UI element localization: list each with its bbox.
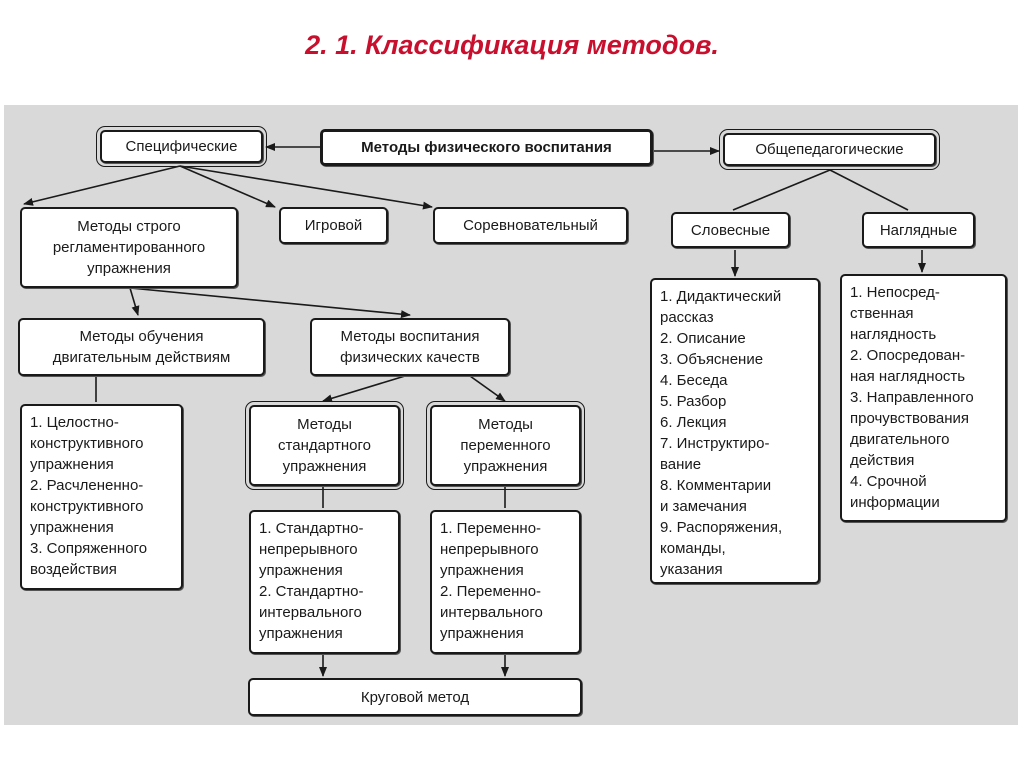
node-label-line: Методы: [297, 416, 352, 433]
text-lines: 1. Непосред-ственная наглядность 2. Опосре…: [850, 282, 997, 513]
list-item-line: непрерывного: [259, 541, 358, 558]
list-item-line: интервального: [259, 604, 362, 621]
list-item-line: 4. Беседа: [660, 372, 728, 389]
list-item-line: 7. Инструктиро-: [660, 435, 770, 452]
list-item-line: 4. Срочной: [850, 473, 927, 490]
list-variable-methods: 1. Переменно-непрерывного упражнения 2. Пе…: [430, 510, 581, 654]
node-verbal: Словесные: [671, 212, 790, 248]
node-root: Методы физического воспитания: [320, 129, 653, 166]
list-item-line: упражнения: [30, 519, 114, 536]
list-item-line: 2. Стандартно-: [259, 583, 364, 600]
list-item-line: действия: [850, 452, 915, 469]
list-item-line: 1. Целостно-: [30, 414, 119, 431]
node-label-line: упражнения: [282, 458, 367, 475]
node-competitive: Соревновательный: [433, 207, 628, 244]
list-item-line: двигательного: [850, 431, 950, 448]
list-item-line: указания: [660, 561, 723, 578]
node-label-line: Методы строго: [77, 218, 181, 235]
list-item-line: интервального: [440, 604, 543, 621]
node-game: Игровой: [279, 207, 388, 244]
list-item-line: вание: [660, 456, 702, 473]
list-item-line: конструктивного: [30, 435, 144, 452]
list-item-line: 1. Дидактический: [660, 288, 782, 305]
node-label-line: Методы: [478, 416, 533, 433]
node-strict: Методы строго регламентированного упражнен…: [20, 207, 238, 288]
list-item-line: прочувствования: [850, 410, 970, 427]
page-title: 2. 1. Классификация методов.: [305, 30, 719, 60]
text-lines: Методы строго регламентированного упражнен…: [53, 216, 205, 279]
list-verbal-methods: 1. Дидактический рассказ 2. Описание 3. Объ…: [650, 278, 820, 584]
node-label-line: Методы воспитания: [340, 328, 480, 345]
list-item-line: 2. Переменно-: [440, 583, 542, 600]
list-item-line: и замечания: [660, 498, 747, 515]
list-item-line: упражнения: [30, 456, 114, 473]
list-item-line: ственная: [850, 305, 914, 322]
list-item-line: упражнения: [259, 562, 343, 579]
node-label-line: переменного: [460, 437, 551, 454]
node-visual: Наглядные: [862, 212, 975, 248]
list-item-line: рассказ: [660, 309, 714, 326]
list-item-line: 5. Разбор: [660, 393, 727, 410]
list-item-line: 1. Переменно-: [440, 520, 542, 537]
list-item-line: 1. Стандартно-: [259, 520, 364, 537]
list-item-line: упражнения: [440, 625, 524, 642]
node-label-line: регламентированного: [52, 239, 206, 256]
list-item-line: информации: [850, 494, 940, 511]
text-lines: Методы обучения двигательным действиям: [53, 326, 231, 368]
node-label-line: двигательным действиям: [52, 349, 231, 366]
list-item-line: 2. Расчлененно-: [30, 477, 144, 494]
node-label-line: физических качеств: [340, 349, 480, 366]
list-item-line: ная наглядность: [850, 368, 966, 385]
list-standard-methods: 1. Стандартно-непрерывного упражнения 2. С…: [249, 510, 400, 654]
node-circuit: Круговой метод: [248, 678, 582, 716]
list-item-line: 3. Сопряженного: [30, 540, 148, 557]
list-item-line: непрерывного: [440, 541, 539, 558]
node-label-line: упражнения: [463, 458, 548, 475]
list-item-line: конструктивного: [30, 498, 144, 515]
text-lines: 1. Стандартно-непрерывного упражнения 2. С…: [259, 518, 390, 644]
list-item-line: 1. Непосред-: [850, 284, 940, 301]
list-item-line: 6. Лекция: [660, 414, 727, 431]
list-visual-methods: 1. Непосред-ственная наглядность 2. Опосре…: [840, 274, 1007, 522]
list-item-line: 9. Распоряжения,: [660, 519, 783, 536]
text-lines: 1. Целостно-конструктивного упражнения 2. …: [30, 412, 173, 580]
text-lines: Методы переменного упражнения: [460, 414, 550, 477]
node-label-line: Методы обучения: [79, 328, 204, 345]
text-lines: Методы стандартного упражнения: [278, 414, 371, 477]
node-variable: Методы переменного упражнения: [426, 401, 585, 490]
node-label-line: стандартного: [278, 437, 371, 454]
list-item-line: упражнения: [259, 625, 343, 642]
list-item-line: наглядность: [850, 326, 937, 343]
list-item-line: команды,: [660, 540, 726, 557]
list-item-line: упражнения: [440, 562, 524, 579]
list-item-line: 3. Направленного: [850, 389, 974, 406]
node-label-line: упражнения: [87, 260, 171, 277]
node-teaching: Методы обучения двигательным действиям: [18, 318, 265, 376]
text-lines: Методы воспитания физических качеств: [340, 326, 480, 368]
node-qualities: Методы воспитания физических качеств: [310, 318, 510, 376]
list-item-line: 2. Описание: [660, 330, 746, 347]
list-item-line: 3. Объяснение: [660, 351, 764, 368]
text-lines: 1. Дидактический рассказ 2. Описание 3. Объ…: [660, 286, 810, 580]
list-item-line: воздействия: [30, 561, 117, 578]
node-general: Общепедагогические: [719, 129, 940, 170]
list-item-line: 8. Комментарии: [660, 477, 772, 494]
list-teaching-methods: 1. Целостно-конструктивного упражнения 2. …: [20, 404, 183, 590]
node-standard: Методы стандартного упражнения: [245, 401, 404, 490]
list-item-line: 2. Опосредован-: [850, 347, 966, 364]
node-specific: Специфические: [96, 126, 267, 167]
text-lines: 1. Переменно-непрерывного упражнения 2. Пе…: [440, 518, 571, 644]
